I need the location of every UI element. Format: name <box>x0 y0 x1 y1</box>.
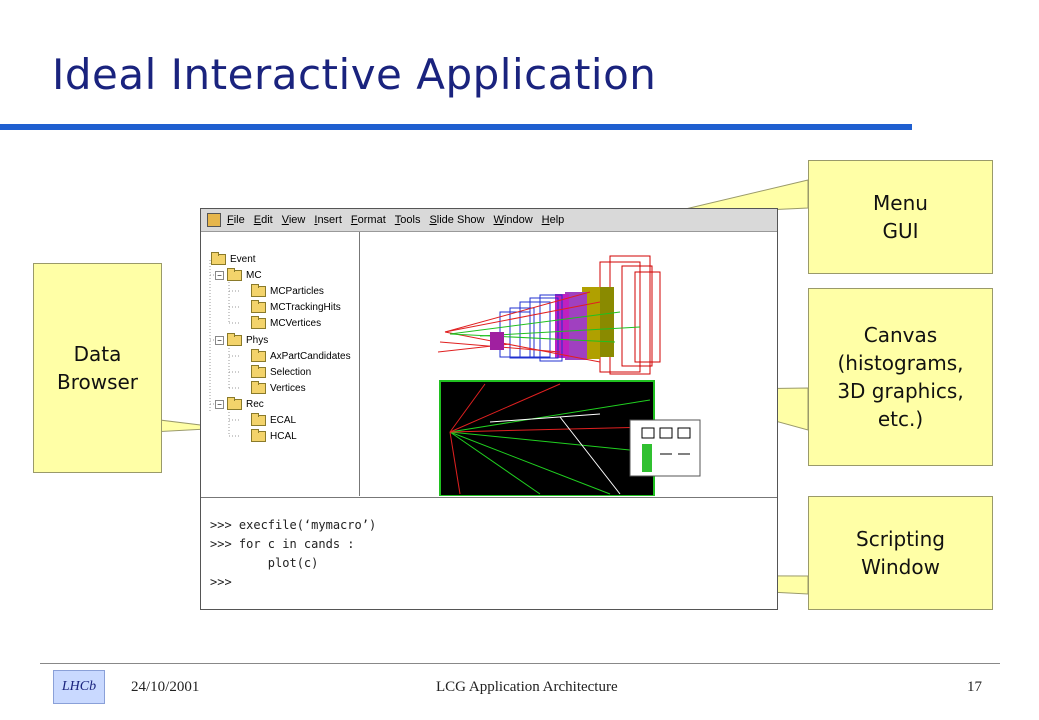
tree-node-label: Event <box>230 253 256 265</box>
page-number: 17 <box>967 679 982 695</box>
tree-node-vertices[interactable]: Vertices <box>251 380 306 395</box>
menu-format[interactable]: Format <box>350 214 386 226</box>
footer-rule <box>40 663 1000 664</box>
tree-node-phys[interactable]: − Phys <box>215 332 269 347</box>
tree-node-axpartcandidates[interactable]: AxPartCandidates <box>251 348 351 363</box>
folder-icon <box>251 380 266 394</box>
menu-gui-callout-text: Menu GUI <box>873 191 928 243</box>
tree-node-label: Phys <box>246 334 269 346</box>
menu-tools[interactable]: Tools <box>394 214 421 226</box>
folder-icon <box>251 428 266 442</box>
folder-icon <box>251 348 266 362</box>
tree-node-label: Selection <box>270 366 312 378</box>
folder-icon <box>227 396 242 410</box>
tree-node-event[interactable]: Event <box>211 251 256 266</box>
menu-insert[interactable]: Insert <box>314 214 342 226</box>
tree-node-mcparticles[interactable]: MCParticles <box>251 283 324 298</box>
script-line: plot(c) <box>210 556 319 570</box>
tree-node-label: Rec <box>246 398 264 410</box>
data-browser-pane: Event − MC MCParticles MCTrackingHits MC… <box>201 232 360 496</box>
tree-node-rec[interactable]: − Rec <box>215 396 264 411</box>
lhcb-logo: LHCb <box>53 670 105 704</box>
slide-title: Ideal Interactive Application <box>52 50 657 99</box>
tree-connector-lines <box>209 260 241 437</box>
folder-icon <box>211 251 226 265</box>
menu-slide-show[interactable]: Slide Show <box>429 214 485 226</box>
application-window: File Edit View Insert Format Tools Slide… <box>200 208 778 610</box>
menu-file[interactable]: File <box>227 214 245 226</box>
folder-icon <box>251 315 266 329</box>
scripting-window-callout-text: Scripting Window <box>856 527 945 579</box>
folder-icon <box>251 412 266 426</box>
title-underline <box>0 124 912 130</box>
tree-node-label: AxPartCandidates <box>270 350 351 362</box>
script-line: >>> for c in cands : <box>210 537 355 551</box>
tree-node-mc[interactable]: − MC <box>215 267 262 282</box>
detector-3d-view <box>437 255 661 375</box>
menu-gui-callout: Menu GUI <box>808 160 993 274</box>
scripting-window-callout: Scripting Window <box>808 496 993 610</box>
data-browser-callout-text: Data Browser <box>56 342 139 394</box>
script-line: >>> execfile(‘mymacro’) <box>210 518 377 532</box>
tree-node-label: MC <box>246 269 262 281</box>
tree-node-mcvertices[interactable]: MCVertices <box>251 315 322 330</box>
menu-help[interactable]: Help <box>541 214 565 226</box>
scripting-window[interactable]: >>> execfile(‘mymacro’) >>> for c in can… <box>201 497 777 609</box>
footer-date: 24/10/2001 <box>131 679 200 695</box>
lhcb-logo-text: LHCb <box>61 679 97 694</box>
tree-node-label: HCAL <box>270 430 297 442</box>
tree-node-label: MCVertices <box>270 317 322 329</box>
folder-icon <box>227 332 242 346</box>
app-window-icon[interactable] <box>207 213 221 227</box>
collapse-icon[interactable]: − <box>215 270 224 280</box>
menu-edit[interactable]: Edit <box>253 214 273 226</box>
menu-window[interactable]: Window <box>493 214 533 226</box>
collapse-icon[interactable]: − <box>215 335 224 345</box>
footer-title: LCG Application Architecture <box>436 679 618 695</box>
tree-node-label: ECAL <box>270 414 297 426</box>
event-2d-view <box>439 380 655 497</box>
canvas-callout: Canvas (histograms, 3D graphics, etc.) <box>808 288 993 466</box>
graphics-canvas-pane[interactable] <box>360 232 777 497</box>
tree-node-ecal[interactable]: ECAL <box>251 412 297 427</box>
tree-node-label: MCTrackingHits <box>270 301 341 313</box>
tree-node-label: MCParticles <box>270 285 324 297</box>
folder-icon <box>227 267 242 281</box>
tree-node-mctrackinghits[interactable]: MCTrackingHits <box>251 299 341 314</box>
event-display-graphics <box>437 255 701 497</box>
tree-node-selection[interactable]: Selection <box>251 364 312 379</box>
folder-icon <box>251 283 266 297</box>
folder-icon <box>251 299 266 313</box>
menu-view[interactable]: View <box>281 214 306 226</box>
collapse-icon[interactable]: − <box>215 399 224 409</box>
tree-node-label: Vertices <box>270 382 306 394</box>
data-browser-callout: Data Browser <box>33 263 162 473</box>
script-line: >>> <box>210 575 232 589</box>
tree-node-hcal[interactable]: HCAL <box>251 428 297 443</box>
folder-icon <box>251 364 266 378</box>
canvas-callout-text: Canvas (histograms, 3D graphics, etc.) <box>837 323 964 431</box>
menu-bar: File Edit View Insert Format Tools Slide… <box>201 209 777 232</box>
